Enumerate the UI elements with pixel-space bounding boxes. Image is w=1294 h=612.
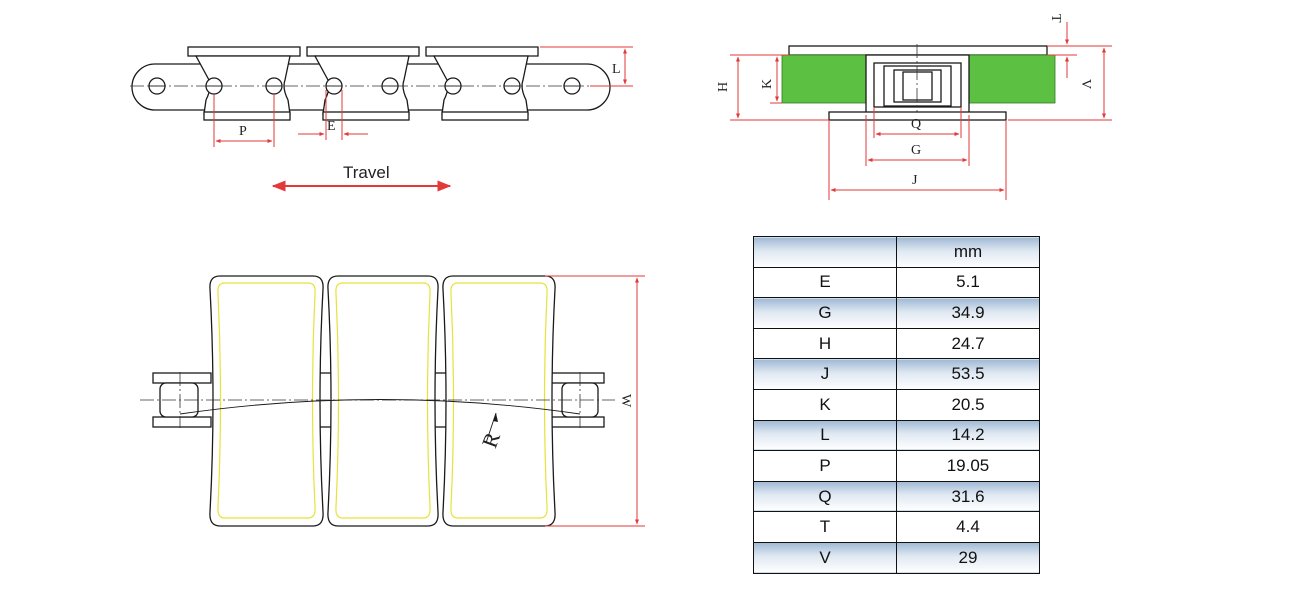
dim-J: J <box>828 120 1007 218</box>
dim-K: K <box>760 56 782 104</box>
dim-E: E <box>298 90 368 140</box>
rubber-pad-left <box>781 54 867 104</box>
top-plate-3 <box>425 46 539 121</box>
dim-V: V <box>1008 45 1112 121</box>
label-travel: Travel <box>343 163 390 182</box>
label-Q: Q <box>911 117 921 132</box>
table-header-row: mm <box>753 236 1040 268</box>
table-cell-key: K <box>753 388 897 421</box>
table-cell-value: 29 <box>896 541 1040 574</box>
label-H: H <box>716 82 731 92</box>
label-P: P <box>239 124 247 139</box>
dim-L: L <box>540 46 633 87</box>
table-cell-key: Q <box>753 480 897 513</box>
table-row: G 34.9 <box>753 297 1040 329</box>
label-K: K <box>760 79 775 89</box>
table-cell-key: G <box>753 297 897 329</box>
base-flange <box>828 111 1007 121</box>
dim-P: P <box>213 94 275 147</box>
top-plate-2 <box>306 46 420 121</box>
table-cell-value: 20.5 <box>896 388 1040 421</box>
top-plate-1 <box>187 46 301 121</box>
label-V: V <box>1078 79 1093 89</box>
table-cell-key: H <box>753 327 897 360</box>
table-cell-value: 24.7 <box>896 327 1040 360</box>
pad-3 <box>442 275 556 527</box>
table-cell-value: 31.6 <box>896 480 1040 513</box>
label-J: J <box>912 173 918 188</box>
dim-H: H <box>716 54 829 121</box>
top-view: R W <box>140 275 645 527</box>
table-row: E 5.1 <box>753 266 1040 299</box>
dim-W: W <box>545 275 645 527</box>
table-cell-value: 5.1 <box>896 266 1040 299</box>
table-cell-value: 4.4 <box>896 511 1040 543</box>
label-E: E <box>327 119 336 134</box>
dimension-table: mm E 5.1 G 34.9 H 24.7 J 53.5 K 20.5 L 1… <box>753 236 1040 574</box>
table-header-cell <box>753 236 897 268</box>
table-cell-key: J <box>753 358 897 390</box>
table-row: L 14.2 <box>753 419 1040 452</box>
pad-1 <box>209 275 324 527</box>
table-cell-key: P <box>753 450 897 482</box>
dim-Q: Q <box>873 107 962 138</box>
table-row: J 53.5 <box>753 358 1040 390</box>
rubber-pad-right <box>968 54 1056 104</box>
end-top-plate <box>788 45 1048 56</box>
travel-indicator: Travel <box>271 163 452 192</box>
end-view: T V H K Q <box>716 14 1112 218</box>
table-cell-value: 19.05 <box>896 450 1040 482</box>
table-cell-value: 34.9 <box>896 297 1040 329</box>
table-header-cell: mm <box>896 236 1040 268</box>
radius-curve <box>179 399 581 415</box>
label-W: W <box>618 394 633 408</box>
table-row: T 4.4 <box>753 511 1040 543</box>
table-cell-key: V <box>753 541 897 574</box>
table-row: V 29 <box>753 541 1040 574</box>
label-G: G <box>911 143 921 158</box>
table-cell-key: T <box>753 511 897 543</box>
table-cell-value: 14.2 <box>896 419 1040 452</box>
table-cell-key: L <box>753 419 897 452</box>
table-cell-key: E <box>753 266 897 299</box>
table-row: K 20.5 <box>753 388 1040 421</box>
pad-2 <box>327 275 439 527</box>
table-row: P 19.05 <box>753 450 1040 482</box>
table-row: H 24.7 <box>753 327 1040 360</box>
label-L: L <box>612 62 621 77</box>
table-cell-value: 53.5 <box>896 358 1040 390</box>
table-row: Q 31.6 <box>753 480 1040 513</box>
side-view: L P E Travel <box>130 46 633 192</box>
dim-G: G <box>865 115 970 166</box>
label-T: T <box>1048 14 1063 23</box>
